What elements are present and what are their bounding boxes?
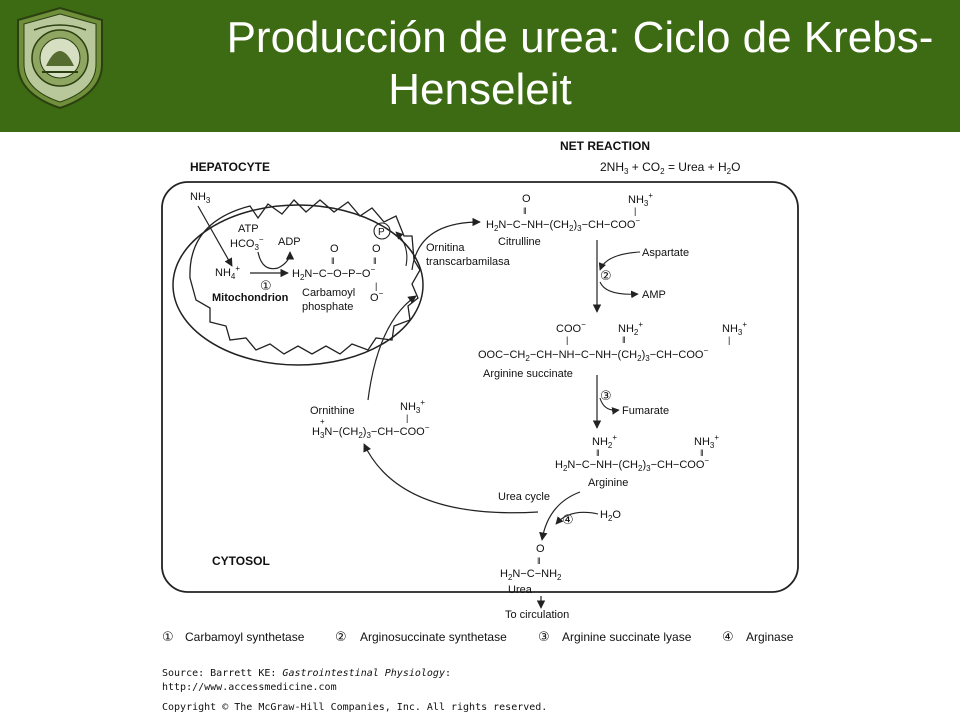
title-line-1: Producción de urea: Ciclo de Krebs- — [226, 13, 934, 62]
hepatocyte-label: HEPATOCYTE — [190, 160, 270, 174]
amp-label: AMP — [642, 289, 666, 301]
phosphate-circle-icon — [373, 222, 391, 240]
fumarate-out-arrow — [599, 397, 620, 415]
nh3-arrow — [197, 205, 233, 267]
legend-number-4: ④ — [722, 629, 734, 644]
phosphate-circle-label: P — [378, 227, 385, 238]
phosphate-bottom-o: O− — [370, 289, 384, 304]
argsucc-nh3: NH3+ — [722, 320, 747, 337]
source-line: Source: Barrett KE: Gastrointestinal Phy… — [162, 667, 547, 681]
urea-o: O — [536, 543, 545, 555]
source-citation: Source: Barrett KE: Gastrointestinal Phy… — [162, 667, 547, 715]
argsucc-name: Arginine succinate — [483, 368, 573, 380]
title-line-2: Henseleit — [388, 65, 572, 114]
nh4-label: NH4+ — [215, 264, 240, 281]
argsucc-nh2-bond: ‖ — [622, 335, 626, 345]
argsucc-coo: COO− — [556, 320, 586, 335]
h2o-in-arrow — [555, 511, 599, 525]
citrulline-o: O — [522, 193, 531, 205]
ornithine-to-mitochondrion-arrow — [367, 295, 417, 401]
carbonyl-double-bond: ‖ — [331, 256, 335, 266]
arginine-nh3: NH3+ — [694, 433, 719, 450]
to-circulation-label: To circulation — [505, 609, 569, 621]
arginine-name: Arginine — [588, 477, 628, 489]
legend-enzyme-4: Arginase — [746, 630, 794, 644]
source-book-title: Gastrointestinal Physiology — [282, 668, 445, 679]
aspartate-in-arrow — [598, 251, 641, 271]
argsucc-nh3-bond: | — [728, 335, 730, 345]
nh3-label: NH3 — [190, 191, 211, 205]
urea-double-bond: ‖ — [537, 556, 541, 566]
atp-adp-arrow — [257, 251, 295, 270]
page-title: Producción de urea: Ciclo de Krebs- Hens… — [120, 12, 960, 116]
mitochondrion-inner-membrane — [189, 199, 421, 355]
citrulline-formula: H2N−C−NH−(CH2)3−CH−COO− — [486, 216, 640, 233]
amp-out-arrow — [599, 281, 639, 299]
university-seal-icon — [17, 6, 103, 110]
urea-formula: H2N−C−NH2 — [500, 568, 562, 582]
citrulline-nh3: NH3+ — [628, 191, 653, 208]
ornithine-formula: H3N−(CH2)3−CH−COO− — [312, 423, 430, 440]
legend-number-2: ② — [335, 629, 347, 644]
ornithine-nh3: NH3+ — [400, 398, 425, 415]
citrulline-name: Citrulline — [498, 236, 541, 248]
urea-name: Urea — [508, 584, 533, 596]
enzyme-legend: ① Carbamoyl synthetase ② Arginosuccinate… — [162, 629, 794, 644]
legend-enzyme-3: Arginine succinate lyase — [562, 630, 692, 644]
fumarate-label: Fumarate — [622, 405, 669, 417]
argsucc-coo-bond: | — [566, 335, 568, 345]
urea-cycle-label: Urea cycle — [498, 491, 550, 503]
legend-enzyme-2: Arginosuccinate synthetase — [360, 630, 507, 644]
urea-cycle-return-arrow — [363, 443, 539, 514]
step2-number: ② — [600, 268, 612, 283]
h2o-label: H2O — [600, 509, 621, 523]
step4-arrow — [539, 491, 581, 541]
citrulline-nh3-bond: | — [634, 206, 636, 216]
enzyme-annotation-line1: Ornitina — [426, 242, 465, 254]
source-prefix: Source: Barrett KE: — [162, 668, 283, 679]
argsucc-formula: OOC−CH2−CH−NH−C−NH−(CH2)3−CH−COO− — [478, 346, 708, 363]
atp-label: ATP — [238, 223, 259, 235]
legend-enzyme-1: Carbamoyl synthetase — [185, 630, 305, 644]
cytosol-label: CYTOSOL — [212, 554, 270, 568]
ornithine-nh3-bond: | — [406, 413, 408, 423]
enzyme-annotation-line2: transcarbamilasa — [426, 256, 511, 268]
arginine-formula: H2N−C−NH−(CH2)3−CH−COO− — [555, 456, 709, 473]
arginine-nh3-bond: ‖ — [700, 448, 704, 458]
aspartate-label: Aspartate — [642, 247, 689, 259]
title-banner: Producción de urea: Ciclo de Krebs- Hens… — [0, 0, 960, 132]
source-url: http://www.accessmedicine.com — [162, 682, 337, 693]
net-reaction-equation: 2NH3 + CO2 = Urea + H2O — [600, 160, 740, 176]
phosphoryl-o: O — [372, 243, 381, 255]
arginine-nh2-bond: ‖ — [596, 448, 600, 458]
adp-label: ADP — [278, 236, 301, 248]
step1-number: ① — [260, 278, 272, 293]
to-citrulline-arrow — [411, 217, 481, 271]
mitochondrion-label: Mitochondrion — [212, 292, 289, 304]
citrulline-double-bond: ‖ — [523, 206, 527, 216]
ornithine-name: Ornithine — [310, 405, 355, 417]
legend-number-3: ③ — [538, 629, 550, 644]
mitochondrion-outer-membrane — [172, 204, 424, 366]
hepatocyte-cell-outline — [161, 181, 799, 593]
hco3-label: HCO3− — [230, 235, 264, 252]
ornithine-plus: + — [320, 417, 325, 426]
legend-number-1: ① — [162, 629, 174, 644]
step3-number: ③ — [600, 388, 612, 403]
net-reaction-label: NET REACTION — [560, 139, 650, 153]
carbamoyl-phosphate-formula: H2N−C−O−P−O− — [292, 265, 375, 282]
copyright-notice: Copyright © The McGraw-Hill Companies, I… — [162, 702, 548, 713]
step4-number: ④ — [562, 512, 574, 527]
carbamoyl-label-2: phosphate — [302, 301, 353, 313]
phosphate-bottom-bond: | — [375, 281, 377, 291]
phosphoryl-double-bond: ‖ — [373, 256, 377, 266]
phosphate-release-arrow — [395, 231, 408, 267]
source-suffix: : — [444, 668, 452, 679]
carbonyl-o: O — [330, 243, 339, 255]
carbamoyl-label-1: Carbamoyl — [302, 287, 355, 299]
